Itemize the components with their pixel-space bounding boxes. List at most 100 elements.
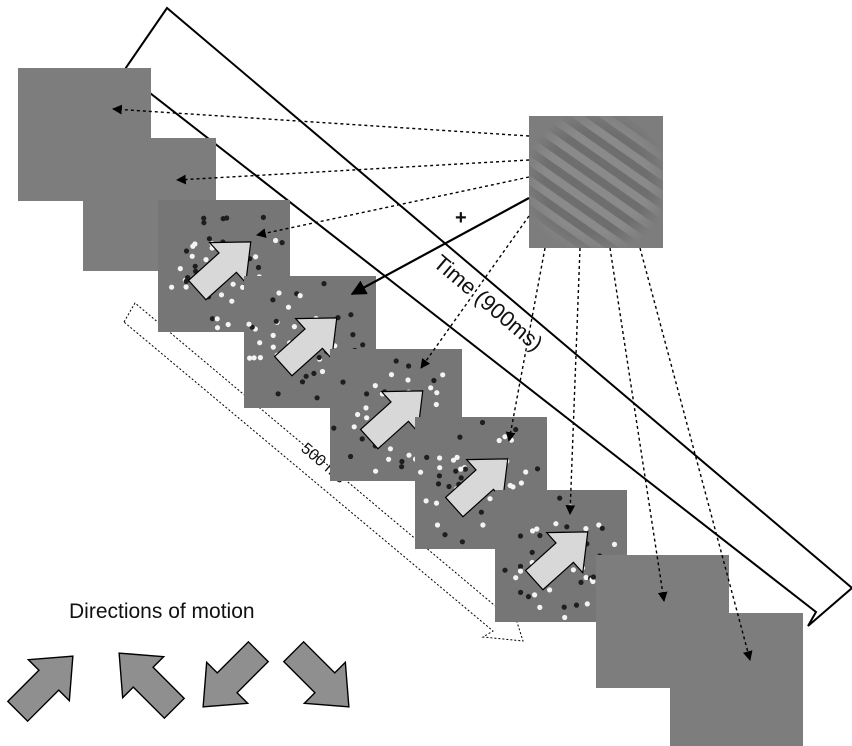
white-dot [240, 284, 246, 290]
black-dot [578, 579, 584, 586]
black-dot [201, 215, 207, 221]
white-dot [532, 592, 538, 598]
white-dot [534, 526, 540, 532]
black-dot [513, 426, 519, 433]
black-dot [564, 524, 570, 530]
black-dot [321, 281, 327, 287]
pointer-arrow-3 [256, 176, 530, 238]
black-dot [518, 589, 524, 596]
black-dot [350, 332, 356, 338]
white-dot [363, 405, 369, 411]
white-dot [523, 469, 529, 475]
white-dot [584, 601, 590, 607]
direction-arrow-down-right [282, 640, 350, 708]
motion-direction-arrow [524, 531, 589, 591]
pointer-arrow-4 [350, 197, 530, 295]
white-dot [437, 455, 443, 461]
white-dot [518, 480, 525, 486]
white-dot [454, 454, 460, 460]
white-dot [372, 383, 378, 389]
black-dot [534, 466, 541, 472]
white-dot [428, 385, 434, 391]
black-dot [201, 220, 207, 226]
white-dot [183, 284, 189, 290]
white-dot [405, 377, 411, 383]
white-dot [440, 372, 446, 378]
black-dot [459, 539, 465, 545]
white-dot [433, 401, 439, 408]
black-dot [185, 275, 191, 281]
black-dot [393, 358, 399, 364]
pointer-arrow-1 [112, 104, 530, 137]
white-dot [386, 456, 392, 462]
white-dot [387, 446, 393, 452]
direction-arrow-up-left [118, 652, 186, 720]
white-dot [537, 604, 543, 611]
motion-direction-arrow [273, 317, 338, 377]
black-dot [299, 379, 306, 385]
motion-stimulus-2 [244, 276, 376, 408]
pointer-arrow-7 [565, 247, 581, 515]
white-dot [487, 496, 493, 502]
black-dot [192, 263, 198, 269]
white-dot [355, 411, 361, 418]
white-dot [351, 424, 357, 430]
white-dot [406, 452, 412, 458]
pointer-arrows [112, 104, 753, 661]
black-dot [436, 473, 442, 479]
black-dot [517, 533, 524, 539]
pointer-arrow-2 [176, 159, 530, 185]
black-dot [340, 379, 346, 385]
white-dot [513, 575, 519, 581]
motion-stimulus-3 [330, 349, 462, 481]
black-dot [557, 495, 563, 501]
black-dot [599, 525, 605, 531]
black-dot [479, 419, 486, 426]
black-dot [525, 594, 532, 600]
motion-stimulus-4 [415, 417, 547, 549]
black-dot [457, 434, 463, 440]
white-dot [218, 292, 225, 298]
black-dot [279, 240, 285, 246]
direction-arrows [6, 640, 350, 723]
white-dot [253, 254, 259, 260]
black-dot [331, 425, 337, 431]
white-dot [496, 437, 502, 444]
white-dot [434, 390, 440, 396]
white-dot [225, 321, 231, 328]
black-dot [406, 363, 412, 369]
white-dot [297, 293, 303, 299]
black-dot [435, 481, 442, 487]
black-dot [303, 373, 309, 379]
white-dot [364, 415, 370, 421]
black-dot [529, 549, 535, 556]
black-dot [446, 483, 452, 490]
white-dot [596, 522, 602, 528]
white-dot [230, 281, 236, 287]
white-dot [502, 434, 508, 440]
black-dot [573, 602, 580, 608]
direction-arrow-up-right [6, 655, 74, 723]
white-dot [547, 587, 553, 593]
white-dot [517, 568, 524, 574]
white-dot [373, 468, 379, 474]
white-dot [291, 324, 297, 330]
black-dot [314, 395, 320, 401]
black-dot [359, 436, 365, 442]
white-dot [247, 355, 253, 361]
black-dot [209, 316, 215, 322]
pointer-arrow-6 [505, 247, 546, 442]
white-dot [192, 241, 198, 247]
white-dot [423, 498, 429, 504]
white-dot [276, 290, 282, 296]
grating-mask [529, 116, 663, 248]
white-dot [273, 237, 279, 244]
black-dot [360, 342, 366, 348]
white-dot [450, 457, 457, 463]
motion-stimulus-frames [158, 200, 627, 622]
black-dot [458, 475, 464, 481]
motion-stimulus-1 [158, 200, 290, 332]
fixation-cross: + [455, 207, 467, 229]
white-dot [285, 304, 292, 310]
black-dot [431, 377, 437, 384]
